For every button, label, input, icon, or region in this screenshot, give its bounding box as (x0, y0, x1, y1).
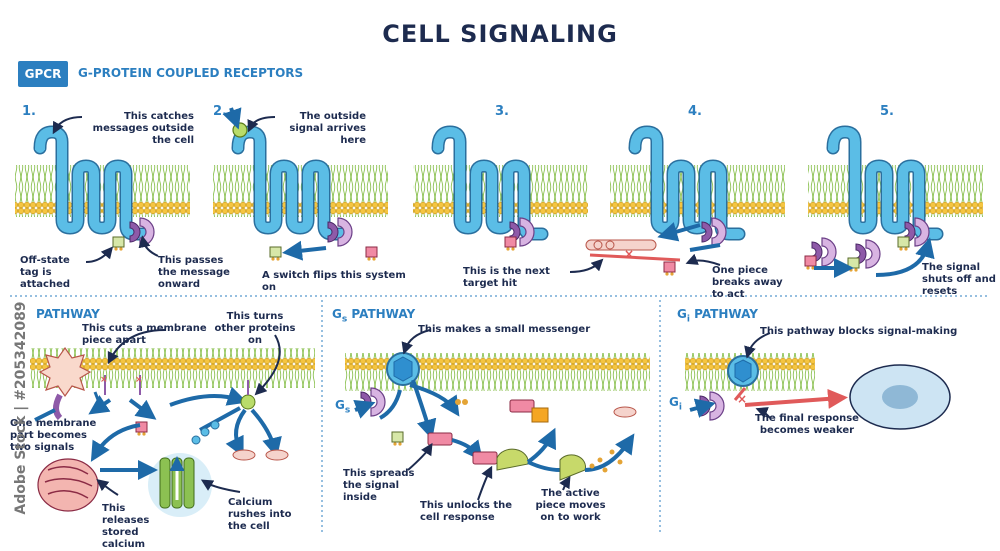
target-enzyme (585, 239, 657, 251)
membrane-step-4 (610, 165, 785, 217)
annotation-unlocks: This unlocks the cell response (420, 500, 513, 523)
svg-text:×: × (624, 247, 634, 261)
active-tag-step-4 (663, 261, 676, 277)
plc-enzyme (38, 346, 92, 398)
section-subtitle: G-PROTEIN COUPLED RECEPTORS (78, 66, 304, 80)
annotation-small-messenger: This makes a small messenger (418, 324, 591, 335)
gs-pathway-title: Gs PATHWAY (332, 307, 416, 325)
annotation-next-target: This is the next target hit (463, 266, 550, 289)
annotation-active-piece: The active piece moves on to work (535, 488, 606, 523)
annotation-cuts-membrane: This cuts a membrane piece apart (82, 323, 207, 346)
inhibition-arrow (744, 388, 848, 409)
annotation-turns-other: This turns other proteins on (214, 311, 296, 346)
gs-tag (391, 431, 404, 447)
reset-tag (897, 236, 910, 252)
gs-protein (360, 387, 386, 417)
exchange-arrow (282, 240, 327, 261)
annotation-catches: This catches messages outside the cell (92, 111, 194, 146)
receptor-step-1 (40, 132, 144, 234)
breakaway-arrow (657, 222, 701, 242)
page-title: CELL SIGNALING (382, 20, 618, 48)
step-3-number: 3. (495, 104, 509, 119)
annotation-membrane-part: One membrane part becomes two signals (10, 418, 97, 453)
annotation-calcium-rushes: Calcium rushes into the cell (228, 497, 292, 532)
membrane-step-5 (808, 165, 983, 217)
active-tag-step-3 (504, 236, 517, 252)
split-subunit-b (855, 239, 881, 269)
camp (427, 432, 453, 446)
pka (496, 448, 529, 471)
svg-text:×: × (737, 392, 747, 406)
gq-pathway-title: PATHWAY (36, 307, 100, 321)
step-1-number: 1. (22, 104, 36, 119)
membrane-step-1 (15, 165, 190, 217)
annotation-blocks: This pathway blocks signal-making (760, 326, 958, 337)
g-protein-step-4 (701, 217, 727, 247)
receptor-step-2 (238, 132, 342, 234)
tag-step-5-b (847, 257, 860, 273)
svg-text:×: × (135, 375, 143, 385)
step-4-number: 4. (688, 104, 702, 119)
annotation-spreads-signal: This spreads the signal inside (343, 468, 415, 503)
receptor-step-3 (438, 132, 542, 234)
signal-molecule (232, 122, 248, 138)
annotation-releases-calcium: This releases stored calcium (102, 503, 150, 550)
released-tag (269, 246, 282, 262)
reset-arrow (875, 237, 935, 277)
annotation-off-state: Off-state tag is attached (20, 255, 71, 290)
gi-pathway-title: Gi PATHWAY (677, 307, 758, 325)
annotation-passes: This passes the message onward (158, 255, 230, 290)
signal-arrow (222, 107, 242, 130)
membrane-step-3 (413, 165, 588, 217)
on-state-tag (365, 246, 378, 262)
annotation-weaker: The final response becomes weaker (755, 413, 859, 436)
receptor-step-5 (833, 132, 937, 234)
annotation-breaks-away: One piece breaks away to act (712, 265, 783, 300)
stock-watermark: Adobe Stock | #205342089 (13, 301, 29, 515)
off-state-tag (112, 236, 125, 252)
svg-text:×: × (100, 375, 108, 385)
membrane-step-2 (213, 165, 388, 217)
gs-label: Gs (335, 398, 351, 416)
annotation-shuts-off: The signal shuts off and resets (922, 262, 996, 297)
receptor-step-4 (635, 132, 739, 234)
annotation-switch: A switch flips this system on (262, 270, 406, 293)
step-5-number: 5. (880, 104, 894, 119)
gi-label: Gi (669, 395, 682, 413)
annotation-outside-signal: The outside signal arrives here (289, 111, 366, 146)
gpcr-badge: GPCR (18, 61, 68, 87)
